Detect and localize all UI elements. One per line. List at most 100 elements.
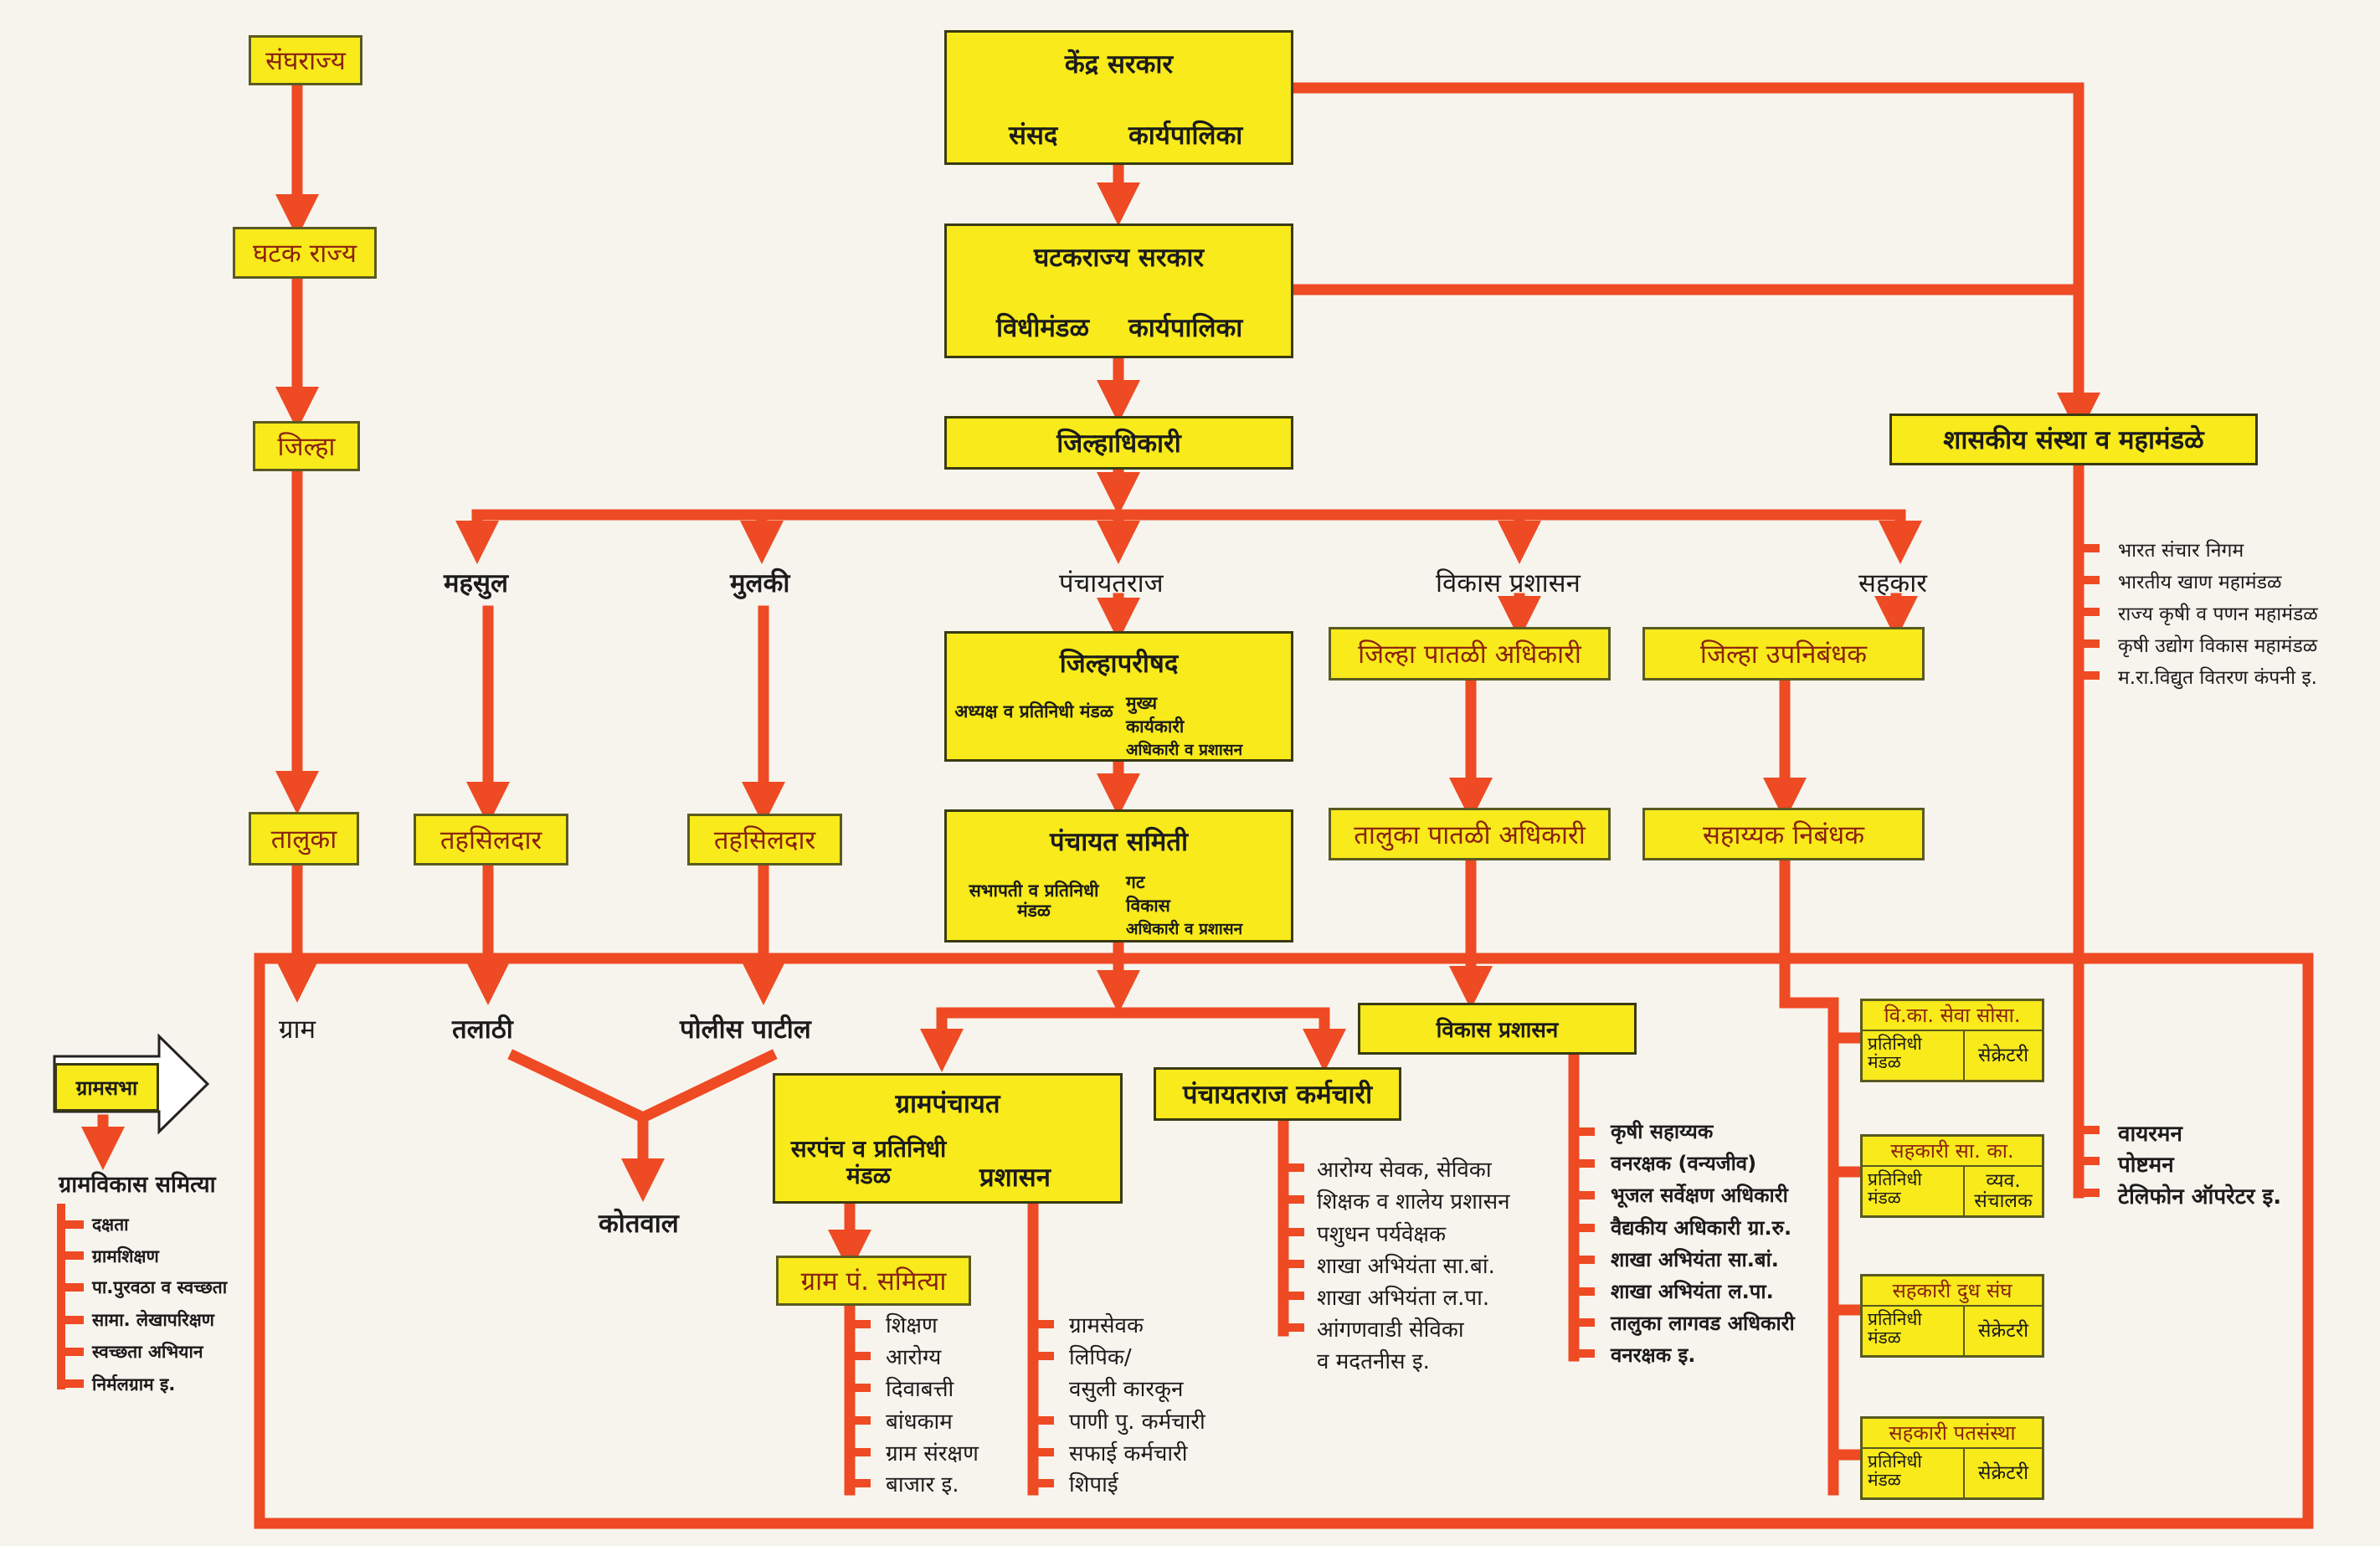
- govt-institution-item: कृषी उद्योग विकास महामंडळ: [2118, 635, 2318, 657]
- gp-committee-item: बांधकाम: [886, 1410, 953, 1435]
- development-staff-item: तालुका लागवड अधिकारी: [1611, 1312, 1795, 1335]
- gram-committee-item: पा.पुरवठा व स्वच्छता: [92, 1277, 228, 1297]
- govt-institution-item: राज्य कृषी व पणन महामंडळ: [2118, 604, 2318, 625]
- gram-panchayat-title: ग्रामपंचायत: [895, 1089, 1000, 1119]
- taluka-officer-box: तालुका पातळी अधिकारी: [1329, 808, 1611, 860]
- cooperative-right: सेक्रेटरी: [1977, 1044, 2029, 1066]
- tahsildar-civil-box: तहसिलदार: [687, 814, 842, 865]
- gp-right-label: प्रशासन: [979, 1163, 1051, 1193]
- zp-right-line1: मुख्य: [1126, 693, 1158, 713]
- collector-box: जिल्हाधिकारी: [944, 416, 1293, 470]
- panchayat-staff-item: शाखा अभियंता सा.बां.: [1317, 1254, 1495, 1279]
- zilla-parishad-title: जिल्हापरीषद: [1059, 649, 1179, 679]
- govt-staff-item: टेलिफोन ऑपरेटर इ.: [2118, 1184, 2282, 1210]
- state-govt-box: घटकराज्य सरकार: [944, 223, 1293, 358]
- taluka-box: तालुका: [249, 812, 359, 865]
- zp-left-label: अध्यक्ष व प्रतिनिधी मंडळ: [954, 701, 1113, 722]
- govt-institution-item: म.रा.विद्युत वितरण कंपनी इ.: [2118, 667, 2317, 689]
- gp-committee-item: बाजार इ.: [886, 1472, 959, 1497]
- gp-staff-item: ग्रामसेवक: [1069, 1313, 1144, 1338]
- cooperative-box: सहकारी सा. का. प्रतिनिधी मंडळ व्यव. संचा…: [1860, 1134, 2044, 1218]
- development-staff-item: शाखा अभियंता सा.बां.: [1611, 1248, 1779, 1271]
- development-staff-item: कृषी सहाय्यक: [1611, 1120, 1714, 1143]
- panchayat-staff-item: व मदतनीस इ.: [1317, 1349, 1430, 1374]
- gp-committee-item: दिवाबत्ती: [886, 1377, 954, 1402]
- zilla-parishad-box: जिल्हापरीषद: [944, 631, 1293, 762]
- legislature-label: विधीमंडळ: [996, 313, 1090, 343]
- assistant-registrar-box: सहाय्यक निबंधक: [1642, 808, 1925, 860]
- cooperative-left: प्रतिनिधी मंडळ: [1863, 1030, 1965, 1080]
- branch-cooperation: सहकार: [1858, 568, 1927, 598]
- district-officer-box: जिल्हा पातळी अधिकारी: [1329, 627, 1611, 681]
- development-admin-box: विकास प्रशासन: [1358, 1003, 1637, 1055]
- cooperative-box: सहकारी दुध संघ प्रतिनिधी मंडळ सेक्रेटरी: [1860, 1274, 2044, 1358]
- gram-panchayat-box: ग्रामपंचायत: [773, 1073, 1123, 1204]
- cooperative-left: प्रतिनिधी मंडळ: [1863, 1306, 1965, 1355]
- gp-committee-item: आरोग्य: [886, 1345, 942, 1370]
- gp-staff-item: सफाई कर्मचारी: [1069, 1441, 1188, 1466]
- gram-committee-item: सामा. लेखापरिक्षण: [92, 1310, 214, 1330]
- central-executive-label: कार्यपालिका: [1128, 121, 1243, 151]
- panchayat-staff-item: आंगणवाडी सेविका: [1317, 1317, 1464, 1343]
- central-govt-title: केंद्र सरकार: [1064, 49, 1174, 80]
- panchayat-staff-item: शिक्षक व शालेय प्रशासन: [1317, 1189, 1510, 1215]
- gp-staff-item: शिपाई: [1069, 1472, 1118, 1497]
- police-patil-label: पोलीस पाटील: [680, 1014, 811, 1045]
- govt-institution-item: भारत संचार निगम: [2118, 540, 2244, 562]
- cooperative-title: वि.का. सेवा सोसा.: [1863, 1001, 2042, 1031]
- cooperative-left: प्रतिनिधी मंडळ: [1863, 1448, 1965, 1497]
- gp-committee-item: ग्राम संरक्षण: [886, 1441, 979, 1466]
- gp-staff-item: पाणी पु. कर्मचारी: [1069, 1410, 1205, 1435]
- ps-right-line3: अधिकारी व प्रशासन: [1126, 920, 1243, 938]
- district-subregistrar-box: जिल्हा उपनिबंधक: [1642, 627, 1925, 681]
- state-box: घटक राज्य: [233, 227, 377, 279]
- panchayat-samiti-title: पंचायत समिती: [1050, 827, 1188, 857]
- gp-staff-item: लिपिक/: [1069, 1345, 1132, 1370]
- branch-revenue: महसुल: [444, 568, 508, 598]
- cooperative-right: सेक्रेटरी: [1977, 1461, 2029, 1484]
- gp-staff-item: वसुली कारकून: [1069, 1377, 1184, 1402]
- branch-development: विकास प्रशासन: [1436, 568, 1581, 598]
- gram-committee-item: स्वच्छता अभियान: [92, 1342, 203, 1362]
- gram-committees-title: ग्रामविकास समित्या: [59, 1172, 216, 1198]
- ps-right-line1: गट: [1126, 872, 1145, 892]
- gram-committee-item: ग्रामशिक्षण: [92, 1246, 159, 1266]
- panchayat-staff-item: पशुधन पर्यवेक्षक: [1317, 1222, 1447, 1247]
- govt-institutions-box: शासकीय संस्था व महामंडळे: [1889, 413, 2258, 465]
- central-govt-box: केंद्र सरकार: [944, 30, 1293, 165]
- zp-right-line2: कार्यकारी: [1126, 717, 1185, 737]
- govt-institution-item: भारतीय खाण महामंडळ: [2118, 572, 2282, 593]
- cooperative-left: प्रतिनिधी मंडळ: [1863, 1166, 1965, 1215]
- gp-committees-box: ग्राम पं. समित्या: [776, 1256, 971, 1306]
- cooperative-title: सहकारी दुध संघ: [1863, 1276, 2042, 1307]
- development-staff-item: वनरक्षक (वन्यजीव): [1611, 1152, 1757, 1175]
- ps-left-label: सभापती व प्रतिनिधी मंडळ: [969, 881, 1099, 922]
- gp-left-label: सरपंच व प्रतिनिधी मंडळ: [790, 1135, 947, 1190]
- cooperative-box: सहकारी पतसंस्था प्रतिनिधी मंडळ सेक्रेटरी: [1860, 1416, 2044, 1500]
- panchayat-staff-item: शाखा अभियंता ल.पा.: [1317, 1286, 1490, 1311]
- panchayat-staff-box: पंचायतराज कर्मचारी: [1154, 1067, 1401, 1121]
- development-staff-item: भूजल सर्वेक्षण अधिकारी: [1611, 1184, 1788, 1207]
- union-box: संघराज्य: [249, 35, 362, 85]
- parliament-label: संसद: [1009, 121, 1058, 151]
- village-label: ग्राम: [279, 1014, 316, 1045]
- kotwal-label: कोतवाल: [599, 1209, 679, 1239]
- govt-staff-item: वायरमन: [2118, 1122, 2182, 1147]
- gram-committee-item: दक्षता: [92, 1215, 129, 1235]
- branch-panchayat-raj: पंचायतराज: [1059, 568, 1164, 598]
- panchayat-samiti-box: पंचायत समिती: [944, 809, 1293, 942]
- cooperative-title: सहकारी सा. का.: [1863, 1137, 2042, 1167]
- govt-staff-item: पोष्टमन: [2118, 1153, 2174, 1178]
- zp-right-line3: अधिकारी व प्रशासन: [1126, 741, 1243, 759]
- cooperative-box: वि.का. सेवा सोसा. प्रतिनिधी मंडळ सेक्रेट…: [1860, 999, 2044, 1082]
- gram-committee-item: निर्मलग्राम इ.: [92, 1374, 176, 1394]
- cooperative-right: सेक्रेटरी: [1977, 1319, 2029, 1342]
- cooperative-title: सहकारी पतसंस्था: [1863, 1419, 2042, 1449]
- panchayat-staff-item: आरोग्य सेवक, सेविका: [1317, 1158, 1492, 1183]
- gp-committee-item: शिक्षण: [886, 1313, 938, 1338]
- state-govt-title: घटकराज्य सरकार: [1033, 243, 1205, 273]
- development-staff-item: वैद्यकीय अधिकारी ग्रा.रु.: [1611, 1216, 1792, 1240]
- cooperative-right: व्यव. संचालक: [1974, 1169, 2033, 1212]
- branch-civil: मुलकी: [730, 568, 790, 598]
- development-staff-item: वनरक्षक इ.: [1611, 1343, 1696, 1367]
